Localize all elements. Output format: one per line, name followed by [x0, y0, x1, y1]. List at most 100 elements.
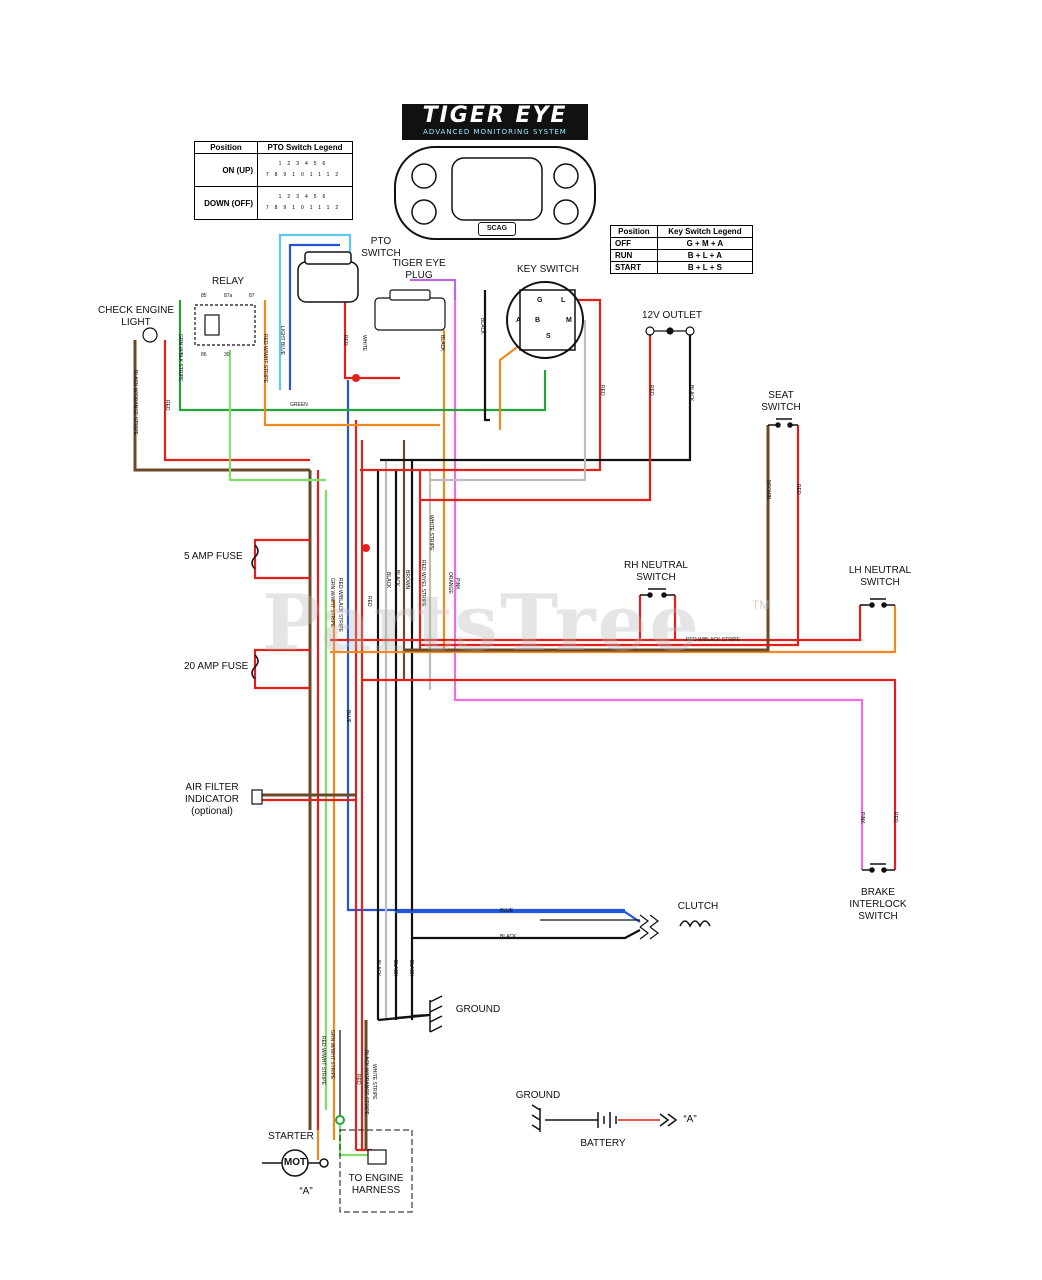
seat-switch-label: SEAT SWITCH	[761, 390, 801, 413]
seat-switch-symbol	[768, 418, 798, 428]
pto-legend-pins: 123456 789101112	[256, 153, 354, 187]
starter-ref: “A”	[299, 1186, 313, 1197]
wire-black-h	[380, 335, 692, 462]
wire-label-green: GREEN	[290, 402, 308, 408]
tiger-eye-plug-label: TIGER EYE PLUG	[392, 258, 446, 281]
wire-label-red: RED	[355, 1074, 361, 1085]
wire-label-black: BLACK	[500, 934, 517, 940]
key-legend-header-position: Position	[610, 225, 658, 238]
key-pin-l: L	[561, 297, 566, 304]
battery-symbol	[545, 1112, 678, 1128]
battery-label: BATTERY	[580, 1138, 626, 1149]
pto-switch-label: PTO SWITCH	[361, 236, 401, 259]
wire-black-clutch	[412, 929, 641, 940]
fuse20-label: 20 AMP FUSE	[184, 661, 249, 672]
wire-label-black: BLACK	[408, 960, 414, 977]
wire-label-pink: PINK	[859, 812, 865, 824]
wire-label-blue: BLUE	[345, 710, 351, 724]
wire-red-seat	[420, 425, 800, 647]
display-badge: SCAG	[478, 222, 516, 236]
logo-subtitle: ADVANCED MONITORING SYSTEM	[423, 128, 567, 136]
wire-label-grn-blk: GRN W/BLK STRIPE	[177, 334, 183, 382]
outlet-label: 12V OUTLET	[641, 310, 703, 321]
wire-red-brake	[362, 678, 897, 870]
key-legend-position: RUN	[610, 249, 658, 262]
tiger-eye-plug	[374, 289, 446, 331]
wire-label-red: RED	[648, 385, 654, 396]
wire-red-h1	[163, 340, 310, 462]
battery-ground-label: GROUND	[515, 1090, 561, 1101]
key-pin-b: B	[535, 317, 541, 324]
pto-switch-connector	[297, 251, 359, 303]
wire-fuse5-loop	[253, 538, 310, 580]
wire-lightblue-pto	[278, 233, 352, 390]
wire-label-grn-wht: GRN W/WHT STRIPE	[329, 1030, 335, 1080]
key-legend-position: START	[610, 261, 658, 274]
rh-neutral-switch-symbol	[640, 588, 675, 598]
key-legend-position: OFF	[610, 237, 658, 250]
lh-neutral-label: LH NEUTRAL SWITCH	[848, 565, 912, 588]
relay-pin-87a: 87a	[224, 293, 233, 299]
splice-dot	[335, 1115, 345, 1125]
key-legend-value: G + M + A	[656, 237, 754, 250]
check-engine-light-label: CHECK ENGINE LIGHT	[97, 305, 175, 328]
wire-label-black: BLACK	[688, 385, 694, 402]
wire-label-blk-org: BLACK W/ORANGE STRIPE	[363, 1050, 369, 1116]
wire-red-h2	[360, 298, 602, 472]
wire-label-blk-org: BLACK W/ORANGE STRIPE	[132, 370, 138, 436]
wire-blue-clutch	[395, 910, 641, 923]
key-pin-g: G	[537, 297, 543, 304]
pto-legend-position: DOWN (OFF)	[194, 186, 258, 220]
wire-label-red-blk: RED W/BLACK STRIPE	[686, 637, 740, 643]
key-pin-m: M	[566, 317, 572, 324]
wire-label-blue: BLUE	[500, 908, 514, 914]
key-switch-symbol	[506, 281, 584, 359]
clutch-connector-symbol	[639, 914, 659, 940]
lh-neutral-switch-symbol	[860, 598, 895, 608]
engine-harness-label: TO ENGINE HARNESS	[348, 1173, 404, 1196]
battery-ref: “A”	[683, 1114, 697, 1125]
wire-label-black: BLACK	[392, 960, 398, 977]
key-legend-value: B + L + A	[656, 249, 754, 262]
relay-pin-86: 86	[201, 352, 207, 358]
relay-symbol	[194, 304, 256, 346]
wire-label-white-stripe: WHITE STRIPE	[428, 515, 434, 551]
wire-label-red-wht: RED W/WHT STRIPE	[320, 1036, 326, 1085]
outlet-symbol	[645, 326, 695, 336]
wire-red-outlet	[420, 335, 652, 502]
ground-label: GROUND	[455, 1004, 501, 1015]
key-legend-header-title: Key Switch Legend	[656, 225, 754, 238]
wire-orange-h	[263, 300, 440, 427]
tiger-eye-logo: TIGER EYE ADVANCED MONITORING SYSTEM	[402, 104, 588, 140]
wire-label-red: RED	[164, 400, 170, 411]
wire-brown-seat	[404, 425, 770, 652]
wire-red-blk	[330, 605, 862, 642]
splice-dot	[362, 544, 370, 552]
wire-label-black: BLACK	[439, 335, 445, 352]
pto-legend-pins: 123456 789101112	[256, 186, 354, 220]
key-switch-label: KEY SWITCH	[516, 264, 580, 275]
engine-harness-box	[339, 1129, 413, 1213]
wire-purple-plug	[410, 278, 457, 300]
wire-brown-h	[133, 340, 310, 472]
starter-mot: MOT	[283, 1157, 307, 1168]
key-legend-value: B + L + S	[656, 261, 754, 274]
wire-blue-pto	[288, 243, 340, 390]
wire-white-h	[430, 320, 587, 482]
starter-label: STARTER	[268, 1131, 314, 1142]
pto-legend-header-title: PTO Switch Legend	[256, 141, 354, 154]
watermark-tm: TM	[752, 598, 770, 612]
engine-harness-plug	[367, 1149, 387, 1165]
logo-title: TIGER EYE	[422, 103, 568, 128]
relay-pin-87: 87	[249, 293, 255, 299]
wire-label-black: BLACK	[479, 318, 485, 335]
wire-lightgreen-h	[228, 350, 326, 482]
wire-red-pto	[343, 300, 400, 380]
wire-ground-bundle	[377, 1013, 431, 1022]
fuse-20-symbol	[251, 654, 259, 680]
wire-label-brown: BROWN	[765, 480, 771, 500]
check-engine-light-symbol	[142, 327, 158, 343]
wire-label-red: RED	[795, 484, 801, 495]
pto-legend-position: ON (UP)	[194, 153, 258, 187]
